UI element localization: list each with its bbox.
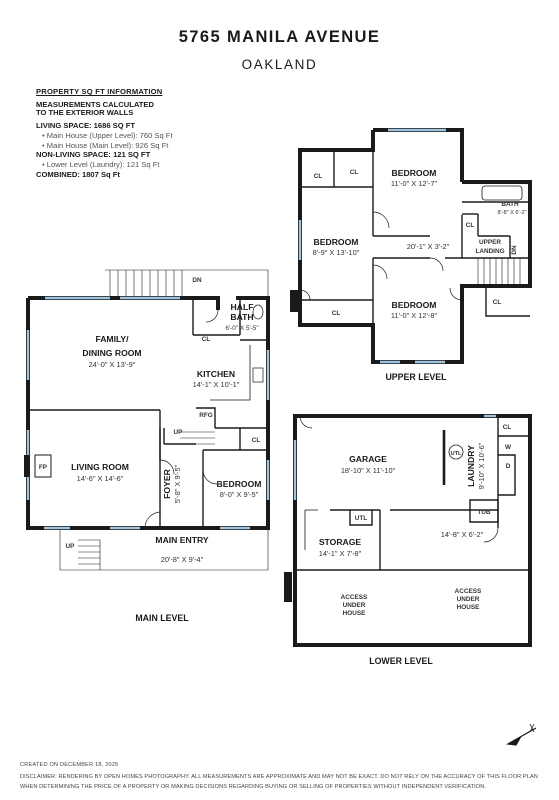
combined-total: COMBINED: 1807 Sq Ft bbox=[36, 169, 120, 179]
svg-text:11'-0" X 12'-8": 11'-0" X 12'-8" bbox=[391, 311, 438, 320]
svg-text:UNDER: UNDER bbox=[457, 596, 480, 603]
svg-text:14'-1" X 7'-8": 14'-1" X 7'-8" bbox=[319, 549, 362, 558]
upper-level-labels: BEDROOM 11'-0" X 12'-7" BEDROOM 8'-9" X … bbox=[313, 168, 527, 382]
svg-text:HOUSE: HOUSE bbox=[343, 610, 366, 617]
lower-level-labels: GARAGE 18'-10" X 11'-10" LAUNDRY 9'-10" … bbox=[319, 424, 512, 666]
svg-text:CL: CL bbox=[350, 169, 359, 176]
non-living-lower: • Lower Level (Laundry): 121 Sq Ft bbox=[42, 160, 160, 170]
living-space-total: LIVING SPACE: 1686 SQ FT bbox=[36, 121, 136, 131]
svg-text:BEDROOM: BEDROOM bbox=[392, 168, 437, 178]
svg-text:6'-0" X 5'-5": 6'-0" X 5'-5" bbox=[225, 325, 258, 332]
property-title: 5765 MANILA AVENUE bbox=[178, 28, 381, 46]
svg-text:LAUNDRY: LAUNDRY bbox=[466, 445, 476, 487]
svg-text:UPPER: UPPER bbox=[479, 239, 501, 246]
svg-text:CL: CL bbox=[466, 222, 475, 229]
property-city: OAKLAND bbox=[241, 57, 318, 72]
sqft-info-heading: PROPERTY SQ FT INFORMATION bbox=[36, 87, 163, 96]
svg-text:D: D bbox=[506, 463, 511, 470]
svg-text:MAIN LEVEL: MAIN LEVEL bbox=[135, 613, 189, 623]
svg-text:8'-0" X 9'-5": 8'-0" X 9'-5" bbox=[220, 490, 259, 499]
svg-text:BATH: BATH bbox=[501, 201, 519, 208]
svg-text:DN: DN bbox=[511, 245, 518, 255]
measure-note-1: MEASUREMENTS CALCULATED bbox=[36, 99, 154, 109]
svg-text:LOWER LEVEL: LOWER LEVEL bbox=[369, 656, 433, 666]
svg-text:STORAGE: STORAGE bbox=[319, 537, 362, 547]
svg-text:LANDING: LANDING bbox=[475, 248, 504, 255]
svg-text:MAIN ENTRY: MAIN ENTRY bbox=[155, 535, 208, 545]
svg-text:14'-6" X 14'-6": 14'-6" X 14'-6" bbox=[77, 474, 124, 483]
svg-text:CL: CL bbox=[252, 437, 261, 444]
svg-text:CL: CL bbox=[202, 336, 211, 343]
svg-text:8'-8" X 6'-2": 8'-8" X 6'-2" bbox=[497, 210, 526, 216]
svg-text:18'-10" X 11'-10": 18'-10" X 11'-10" bbox=[341, 466, 396, 475]
sqft-info-panel: PROPERTY SQ FT INFORMATION MEASUREMENTS … bbox=[36, 87, 236, 180]
svg-text:HALF: HALF bbox=[231, 302, 254, 312]
created-date: CREATED ON DECEMBER 18, 2025 bbox=[20, 762, 119, 768]
svg-text:KITCHEN: KITCHEN bbox=[197, 369, 235, 379]
svg-text:FAMILY/: FAMILY/ bbox=[95, 334, 129, 344]
svg-text:14'-1" X 10'-1": 14'-1" X 10'-1" bbox=[193, 380, 240, 389]
svg-text:24'-0" X 13'-9": 24'-0" X 13'-9" bbox=[89, 360, 136, 369]
svg-text:UNDER: UNDER bbox=[343, 602, 366, 609]
svg-text:8'-9" X 13'-10": 8'-9" X 13'-10" bbox=[313, 248, 360, 257]
svg-text:TUB: TUB bbox=[477, 509, 491, 516]
svg-text:CL: CL bbox=[503, 424, 512, 431]
svg-text:UTL: UTL bbox=[451, 451, 462, 457]
svg-text:ACCESS: ACCESS bbox=[341, 594, 368, 601]
svg-text:GARAGE: GARAGE bbox=[349, 454, 387, 464]
svg-text:UPPER LEVEL: UPPER LEVEL bbox=[385, 372, 447, 382]
svg-text:W: W bbox=[505, 444, 512, 451]
svg-text:HOUSE: HOUSE bbox=[457, 604, 480, 611]
living-space-upper: • Main House (Upper Level): 760 Sq Ft bbox=[42, 130, 173, 140]
svg-text:20'-1" X 3'-2": 20'-1" X 3'-2" bbox=[407, 242, 450, 251]
svg-text:UP: UP bbox=[66, 543, 76, 550]
upper-level-plan bbox=[290, 128, 532, 364]
svg-text:BEDROOM: BEDROOM bbox=[217, 479, 262, 489]
svg-text:FP: FP bbox=[39, 464, 48, 471]
svg-text:DINING ROOM: DINING ROOM bbox=[82, 348, 141, 358]
svg-text:RFG: RFG bbox=[199, 412, 213, 419]
non-living-space-total: NON-LIVING SPACE: 121 SQ FT bbox=[36, 150, 151, 160]
lower-level-plan bbox=[284, 414, 532, 647]
svg-text:5'-8" X 9'-5": 5'-8" X 9'-5" bbox=[173, 464, 182, 503]
svg-text:BATH: BATH bbox=[230, 312, 253, 322]
svg-text:UP: UP bbox=[174, 429, 184, 436]
svg-text:BEDROOM: BEDROOM bbox=[314, 237, 359, 247]
svg-text:FOYER: FOYER bbox=[162, 468, 172, 498]
north-arrow-icon bbox=[505, 723, 537, 746]
living-space-main: • Main House (Main Level): 926 Sq Ft bbox=[42, 140, 169, 150]
svg-text:ACCESS: ACCESS bbox=[455, 588, 482, 595]
main-level-labels: FAMILY/ DINING ROOM 24'-0" X 13'-9" HALF… bbox=[39, 277, 262, 623]
main-level-plan bbox=[24, 269, 270, 571]
svg-text:BEDROOM: BEDROOM bbox=[392, 300, 437, 310]
svg-text:20'-8" X 9'-4": 20'-8" X 9'-4" bbox=[161, 555, 204, 564]
svg-text:UTL: UTL bbox=[355, 515, 368, 522]
svg-text:9'-10" X 10'-6": 9'-10" X 10'-6" bbox=[477, 442, 486, 489]
svg-text:CL: CL bbox=[332, 310, 341, 317]
svg-text:CL: CL bbox=[314, 173, 323, 180]
disclaimer-text: DISCLAIMER: RENDERING BY OPEN HOMES PHOT… bbox=[20, 774, 538, 790]
svg-text:14'-8" X 6'-2": 14'-8" X 6'-2" bbox=[441, 530, 484, 539]
svg-text:DN: DN bbox=[192, 277, 202, 284]
measure-note-2: TO THE EXTERIOR WALLS bbox=[36, 108, 134, 118]
svg-text:CL: CL bbox=[493, 299, 502, 306]
svg-text:LIVING ROOM: LIVING ROOM bbox=[71, 462, 129, 472]
svg-text:11'-0" X 12'-7": 11'-0" X 12'-7" bbox=[391, 179, 438, 188]
